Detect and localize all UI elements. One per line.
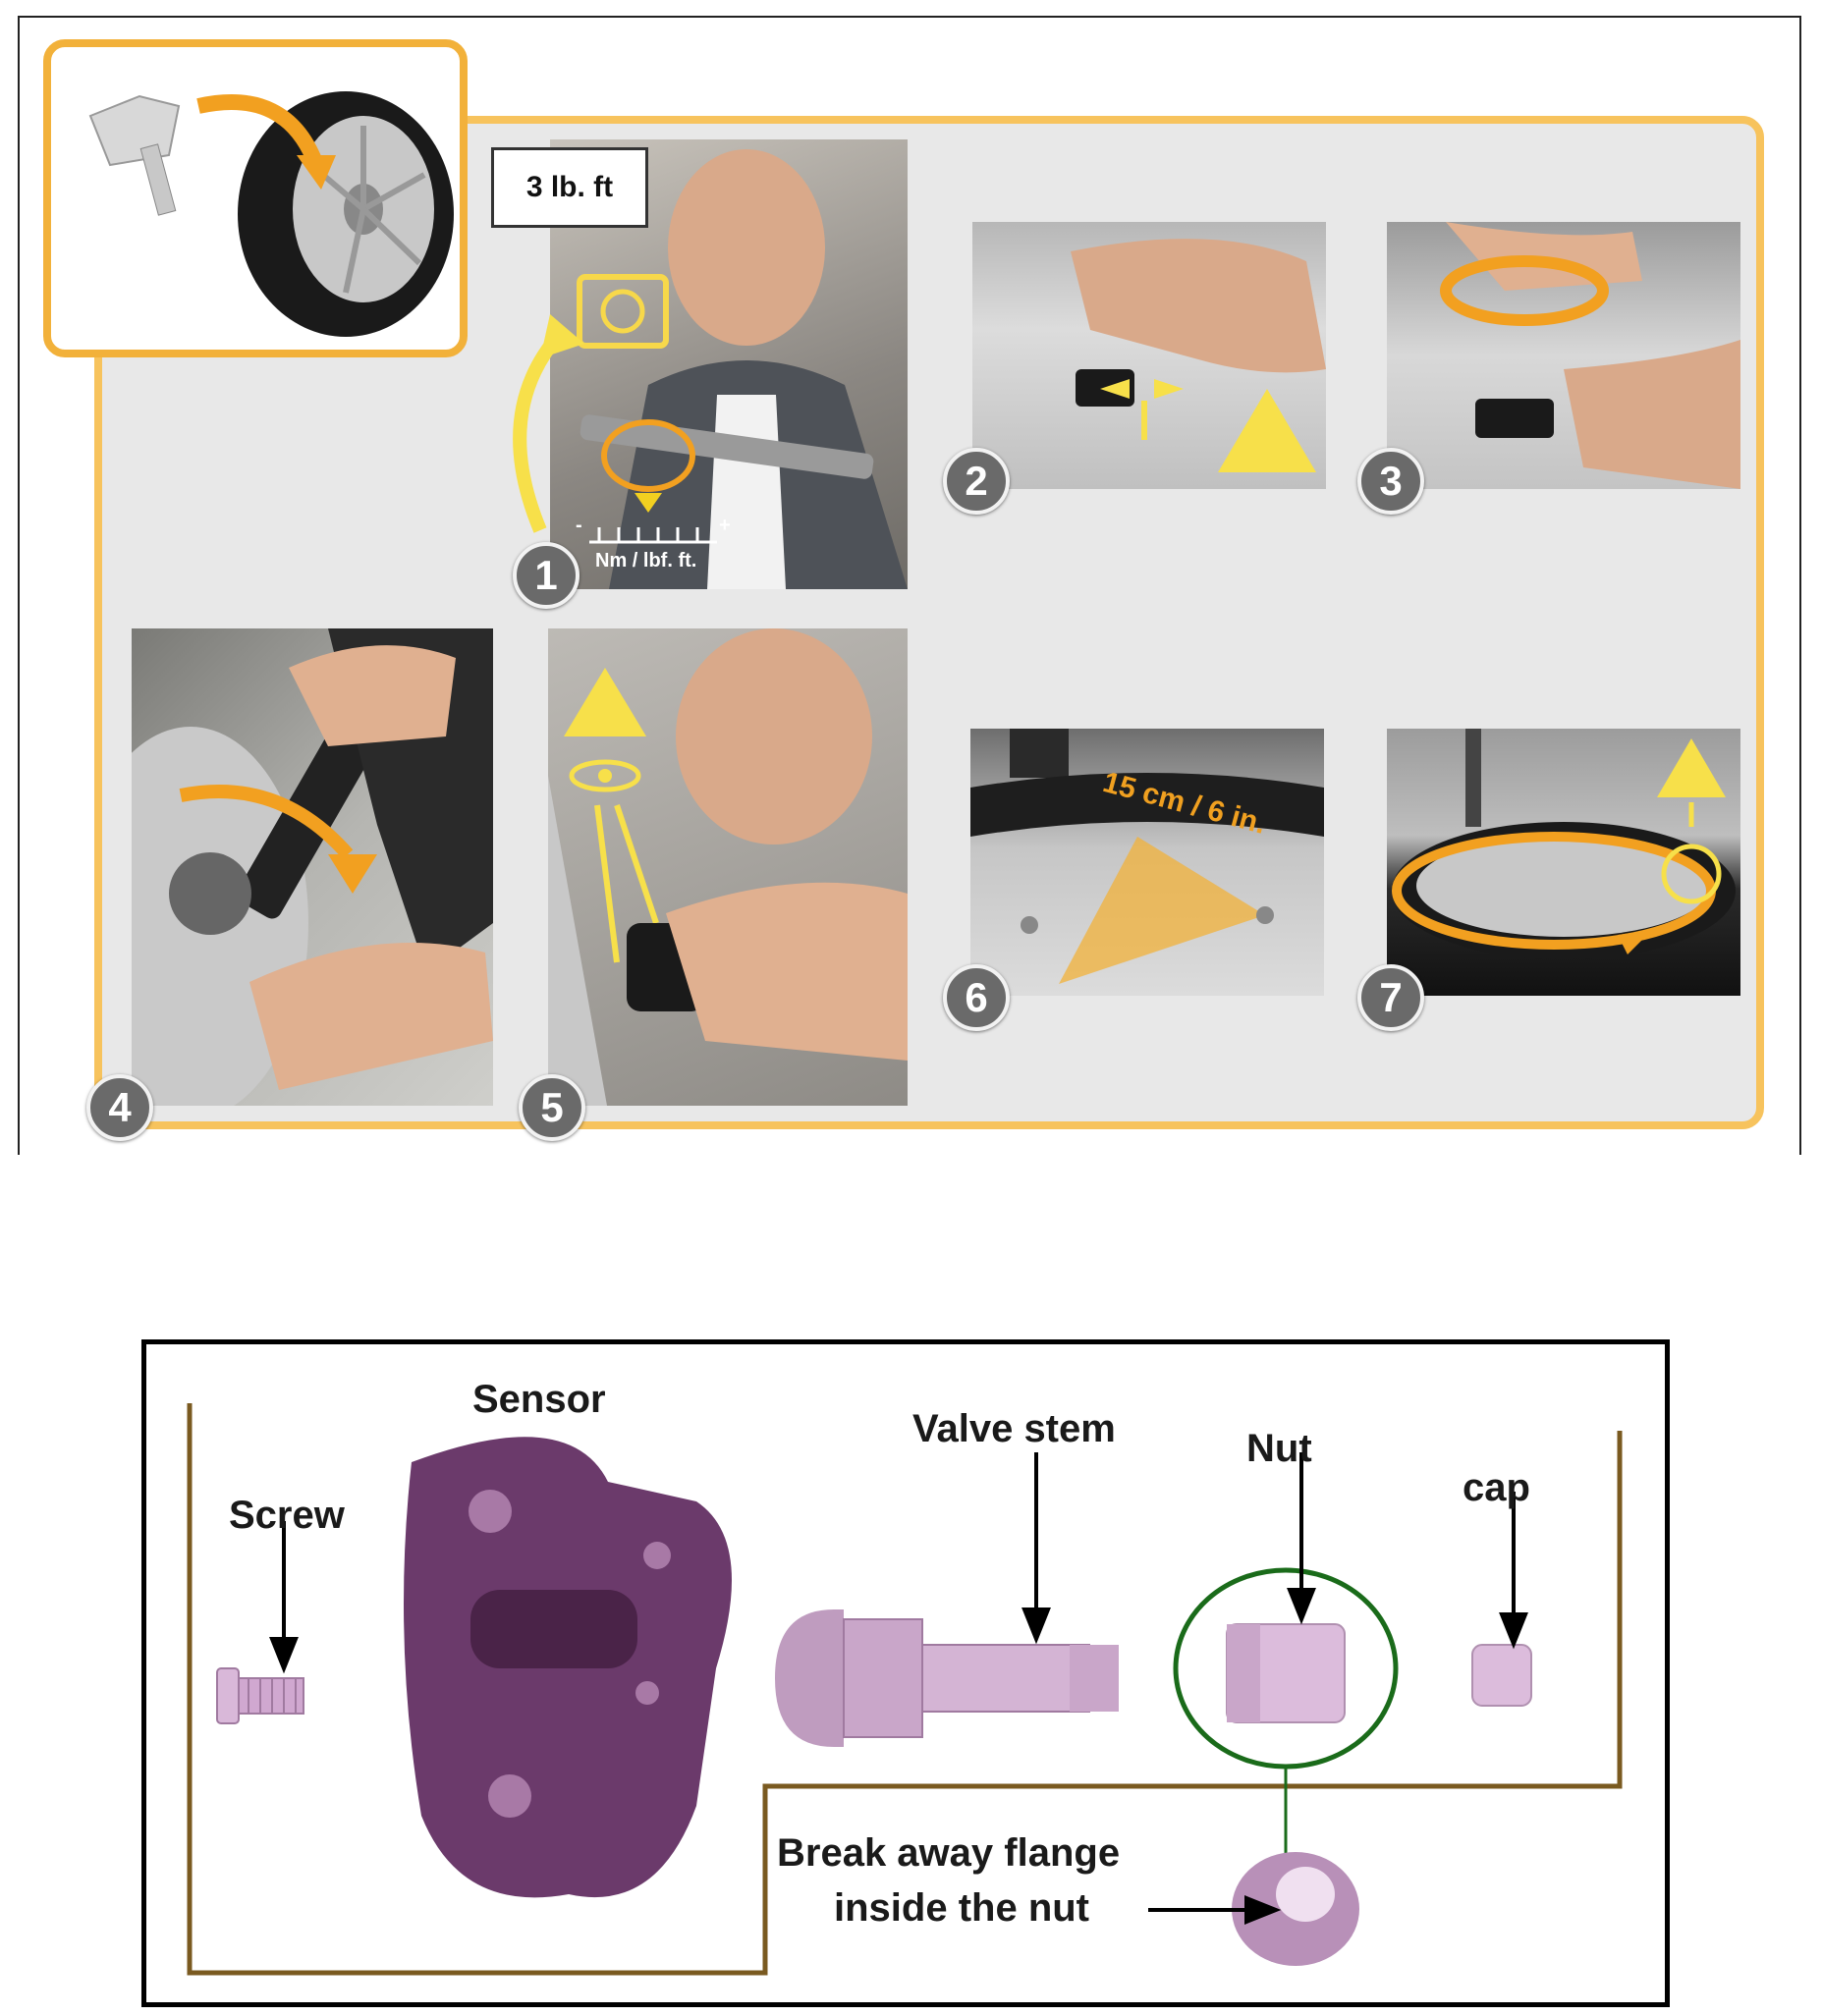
step-6-photo: 15 cm / 6 in. — [970, 729, 1324, 996]
warning-icon — [1657, 738, 1726, 797]
step-2-badge: 2 — [943, 448, 1010, 515]
manual-info-icon — [513, 274, 669, 533]
scale-plus: + — [719, 515, 731, 536]
nut-icon — [1226, 1623, 1346, 1723]
warning-icon — [564, 668, 646, 736]
nut-label: Nut — [1246, 1427, 1312, 1470]
step-7-photo — [1387, 729, 1740, 996]
cap-icon — [1471, 1644, 1532, 1707]
screw-icon — [216, 1667, 304, 1724]
insert-arrow-icon — [196, 94, 324, 168]
hero-sensor-tire — [43, 39, 468, 357]
screw-label: Screw — [229, 1494, 345, 1537]
torque-note: 3 lb. ft — [491, 147, 648, 228]
step-3-badge: 3 — [1357, 448, 1424, 515]
flange-label-line2: inside the nut — [834, 1886, 1089, 1930]
step-5-badge: 5 — [519, 1074, 585, 1141]
cap-label: cap — [1463, 1466, 1530, 1509]
step-6-badge: 6 — [943, 964, 1010, 1031]
scale-minus: - — [576, 515, 582, 536]
warning-icon — [1218, 389, 1316, 472]
step-7-badge: 7 — [1357, 964, 1424, 1031]
valve-stem-label: Valve stem — [912, 1407, 1116, 1450]
step-2-photo — [972, 222, 1326, 489]
tire-icon — [238, 91, 454, 337]
step-3-photo — [1387, 222, 1740, 489]
valve-stem-icon — [775, 1609, 1119, 1747]
sensor-label: Sensor — [472, 1378, 606, 1421]
parts-diagram-drawing — [187, 1403, 1623, 1976]
step-4-badge: 4 — [86, 1074, 153, 1141]
sensor-to-tire-illustration — [88, 91, 454, 337]
parts-diagram: Sensor Screw Valve stem Nut cap Break aw… — [141, 1339, 1670, 2007]
sensor-icon — [88, 94, 181, 216]
flange-label-line1: Break away flange — [777, 1831, 1121, 1875]
step-5-photo — [548, 628, 908, 1106]
sensor-icon — [404, 1437, 732, 1898]
step-1-badge: 1 — [513, 542, 580, 609]
callout-arrows — [269, 1452, 1528, 1925]
step-4-photo — [132, 628, 493, 1106]
scale-units: Nm / lbf. ft. — [595, 550, 697, 572]
instruction-frame — [18, 16, 1801, 1155]
flange-icon — [1232, 1852, 1359, 1966]
